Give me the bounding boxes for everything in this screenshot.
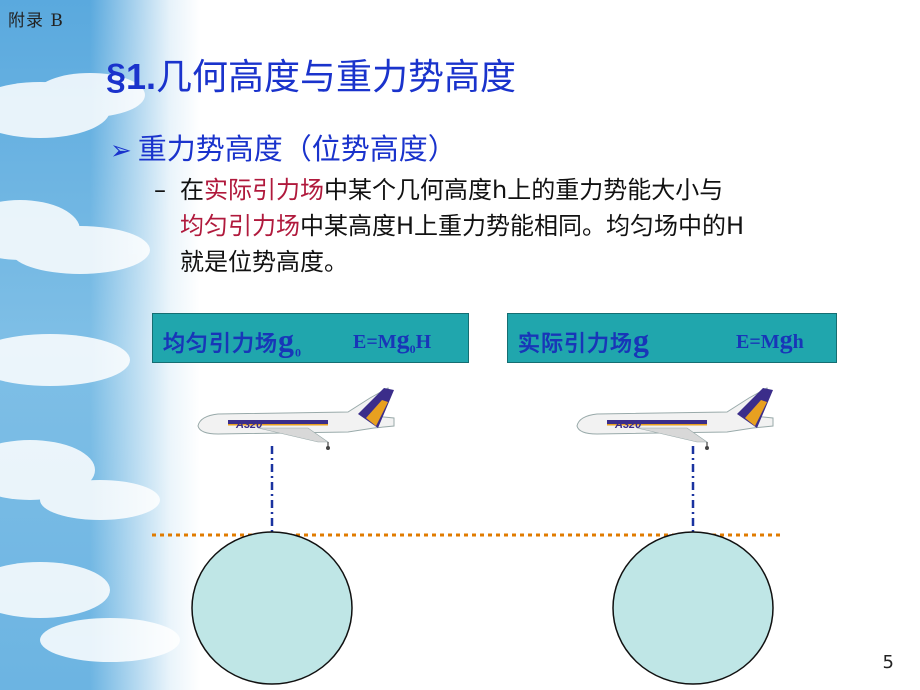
- subtitle-text: 重力势高度（位势高度）: [137, 132, 457, 166]
- uniform-field-text: 均匀引力场: [163, 332, 279, 357]
- eq-right-pre: E=M: [736, 331, 780, 353]
- slide-title: §1.几何高度与重力势高度: [106, 48, 516, 100]
- eq-left-post: H: [415, 331, 432, 353]
- body-line-3: 就是位势高度。: [180, 248, 348, 276]
- body-line-1: 在实际引力场中某个几何高度h上的重力势能大小与: [160, 172, 880, 208]
- left-airplane: A320: [197, 387, 395, 451]
- body-text: – 在实际引力场中某个几何高度h上的重力势能大小与 均匀引力场中某高度H上重力势…: [154, 172, 880, 280]
- right-plane-label: A320: [614, 419, 642, 431]
- eq-left-sub: 0: [409, 342, 416, 356]
- page-number: 5: [882, 652, 894, 673]
- body-l1-pre: 在: [180, 176, 204, 204]
- actual-field-box: 实际引力场g E=Mgh: [507, 313, 837, 363]
- eq-left-pre: E=M: [353, 331, 397, 353]
- uniform-energy-formula: E=Mg0H: [353, 325, 431, 357]
- eq-right-post: h: [792, 331, 804, 353]
- highlight-uniform-field: 均匀引力场: [180, 212, 300, 240]
- body-line-2: 均匀引力场中某高度H上重力势能相同。均匀场中的H: [160, 208, 880, 244]
- dash-bullet: –: [154, 176, 166, 204]
- actual-energy-formula: E=Mgh: [736, 325, 804, 355]
- body-l1-post: 中某个几何高度h上的重力势能大小与: [324, 176, 724, 204]
- right-earth-circle: [612, 531, 774, 685]
- section-number: §1.: [106, 56, 157, 97]
- subtitle: ➢重力势高度（位势高度）: [110, 126, 457, 168]
- g-symbol: g: [633, 322, 651, 358]
- body-l2-post: 中某高度H上重力势能相同。均匀场中的H: [300, 212, 745, 240]
- right-airplane: A320: [576, 387, 774, 451]
- uniform-field-label: 均匀引力场g0: [163, 322, 302, 360]
- actual-field-text: 实际引力场: [518, 332, 634, 357]
- title-text: 几何高度与重力势高度: [156, 57, 517, 98]
- left-earth-circle: [191, 531, 353, 685]
- eq-left-g: g: [396, 325, 410, 354]
- appendix-label: 附录 B: [8, 11, 64, 31]
- g-subscript: 0: [295, 345, 303, 360]
- actual-field-label: 实际引力场g: [518, 322, 650, 359]
- uniform-field-box: 均匀引力场g0 E=Mg0H: [152, 313, 469, 363]
- eq-right-g: g: [779, 325, 793, 354]
- left-plane-label: A320: [235, 419, 263, 431]
- g-symbol: g: [278, 322, 296, 358]
- arrow-bullet-icon: ➢: [110, 136, 132, 166]
- highlight-actual-field: 实际引力场: [204, 176, 324, 204]
